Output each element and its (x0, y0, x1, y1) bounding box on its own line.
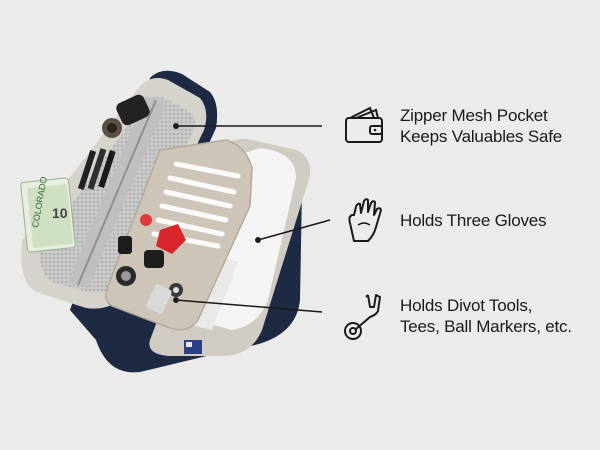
mesh-pocket-half: COLORADO 10 (20, 78, 207, 309)
divot-tools (116, 236, 183, 314)
feature-mesh-pocket: Zipper Mesh Pocket Keeps Valuables Safe (336, 98, 562, 154)
feature-line: Holds Three Gloves (400, 210, 547, 230)
organizer-half (105, 139, 311, 356)
feature-line: Holds Divot Tools, (400, 296, 533, 315)
callout-lines (173, 123, 331, 313)
wallet-icon (336, 98, 392, 154)
feature-line: Zipper Mesh Pocket (400, 106, 548, 125)
feature-divot-tools: Holds Divot Tools, Tees, Ball Markers, e… (336, 288, 572, 344)
divot-tool-icon (336, 288, 392, 344)
cash-bills: COLORADO 10 (20, 176, 76, 253)
feature-three-gloves: Holds Three Gloves (336, 192, 547, 248)
sunglasses (102, 94, 150, 138)
feature-line: Tees, Ball Markers, etc. (400, 317, 572, 336)
feature-line: Keeps Valuables Safe (400, 127, 563, 146)
tees-bundle (77, 148, 116, 190)
svg-text:10: 10 (52, 205, 68, 221)
red-ball-marker (140, 214, 186, 254)
golf-glove-icon (336, 192, 392, 248)
